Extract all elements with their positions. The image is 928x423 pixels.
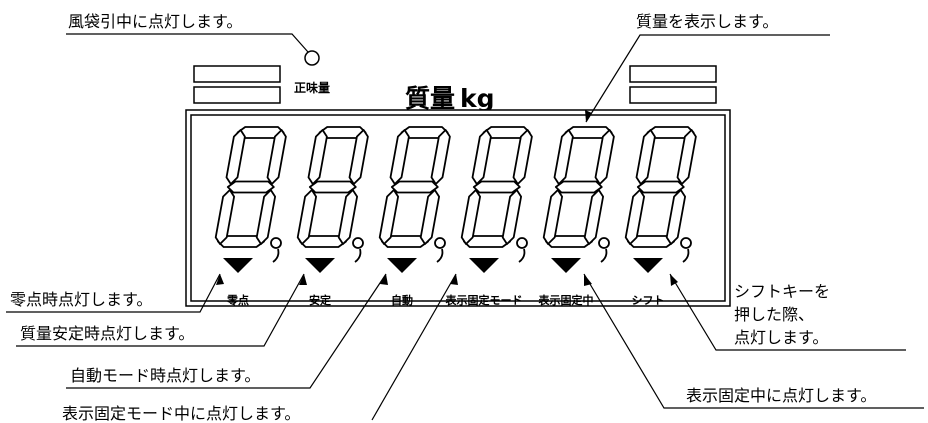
- indicator-label-auto: 自動: [391, 293, 413, 307]
- indicator-label-shift: シフト: [632, 294, 665, 307]
- digit-5-segment-g: [554, 180, 603, 194]
- digit-1-segment-e: [214, 189, 236, 245]
- digit-2-segment-c: [337, 189, 359, 245]
- digit-2-segment-b: [348, 129, 369, 185]
- indicator-triangle-3: [387, 258, 417, 273]
- digit-6-segment-c: [665, 189, 686, 245]
- digit-5-segment-f: [553, 129, 574, 185]
- indicator-triangle-1: [223, 258, 253, 273]
- digit-1-segment-f: [225, 129, 246, 185]
- leader-shift-arrow: [670, 274, 678, 286]
- callout-shift-line-1: シフトキーを: [734, 282, 830, 301]
- digit-6-segment-e: [624, 189, 645, 245]
- digit-5-segment-b: [594, 129, 615, 185]
- digit-2-decimal-point: [352, 237, 364, 249]
- callout-hold-mode: 表示固定モード中に点灯します。: [62, 404, 300, 423]
- digit-4-segment-b: [512, 129, 533, 185]
- indicator-triangle-6: [633, 258, 663, 273]
- digit-5-segment-e: [542, 189, 563, 245]
- display-unit: kg: [460, 84, 495, 113]
- digit-6-decimal-point: [680, 237, 692, 249]
- digit-2-segment-f: [307, 129, 328, 185]
- digit-group: [214, 126, 697, 273]
- callout-mass: 質量を表示します。: [636, 12, 778, 31]
- digit-3-segment-g: [390, 180, 439, 194]
- left-upper-box: [193, 65, 281, 83]
- net-lamp: [304, 50, 320, 66]
- leader-auto-arrow: [380, 274, 388, 285]
- callout-shift-line-2: 押した際、: [734, 305, 814, 324]
- leader-mass: [585, 34, 830, 123]
- callout-stable: 質量安定時点灯します。: [20, 324, 194, 343]
- leader-hold-mode: [371, 273, 457, 421]
- digit-3-decimal-point: [434, 237, 446, 249]
- digit-4-segment-f: [471, 129, 492, 185]
- digit-5-segment-c: [583, 189, 604, 245]
- callout-shift-line-3: 点灯します。: [734, 328, 828, 347]
- digit-1-comma-tail: [272, 248, 280, 263]
- digit-4-segment-e: [460, 189, 482, 245]
- digit-3-comma-tail: [436, 248, 444, 263]
- digit-6-comma-tail: [682, 248, 690, 263]
- digit-6-segment-g: [636, 180, 685, 194]
- indicator-triangle-5: [551, 258, 581, 273]
- digit-2-segment-e: [296, 189, 318, 245]
- leader-stable: [16, 273, 305, 347]
- digit-4-segment-g: [472, 180, 521, 194]
- leader-net: [66, 33, 309, 53]
- leader-hold: [583, 273, 924, 409]
- digit-3-segment-e: [378, 189, 400, 245]
- leader-auto: [66, 273, 387, 389]
- digit-4-comma-tail: [518, 248, 526, 263]
- leader-zero: [6, 273, 221, 313]
- digit-5-comma-tail: [600, 248, 608, 263]
- digit-1-segment-c: [255, 189, 277, 245]
- left-lower-box: [193, 86, 281, 104]
- indicator-triangle-4: [469, 258, 499, 273]
- display-title: 質量: [405, 84, 455, 113]
- leader-stable-arrow: [299, 274, 307, 285]
- callout-zero: 零点時点灯します。: [10, 290, 152, 309]
- leader-shift: [669, 273, 906, 351]
- digit-1-decimal-point: [270, 237, 282, 249]
- callout-net: 風袋引中に点灯します。: [68, 12, 242, 31]
- digit-6-segment-b: [676, 129, 697, 185]
- leader-hold-arrow: [584, 274, 592, 286]
- digit-3-segment-c: [419, 189, 441, 245]
- leader-hold-mode-arrow: [450, 274, 458, 285]
- right-lower-box: [629, 86, 717, 104]
- right-upper-box: [629, 65, 717, 83]
- leader-mass-arrow: [585, 110, 592, 122]
- digit-3-segment-f: [389, 129, 410, 185]
- leader-zero-arrow: [216, 274, 224, 285]
- indicator-label-hold-mode: 表示固定モード: [445, 293, 523, 307]
- indicator-triangle-2: [305, 258, 335, 273]
- callout-hold: 表示固定中に点灯します。: [686, 386, 876, 405]
- digit-4-decimal-point: [516, 237, 528, 249]
- indicator-label-hold: 表示固定中: [538, 293, 594, 307]
- digit-2-comma-tail: [354, 248, 362, 263]
- digit-3-segment-b: [430, 129, 451, 185]
- digit-4-segment-c: [501, 189, 522, 245]
- net-label: 正味量: [294, 80, 330, 95]
- callout-auto: 自動モード時点灯します。: [70, 366, 260, 385]
- indicator-label-stable: 安定: [309, 293, 331, 307]
- digit-5-decimal-point: [598, 237, 610, 249]
- digit-1-segment-g: [226, 180, 275, 194]
- digit-2-segment-g: [308, 180, 357, 194]
- digit-1-segment-b: [266, 129, 287, 185]
- indicator-label-zero: 零点: [226, 293, 249, 307]
- digit-6-segment-f: [635, 129, 656, 185]
